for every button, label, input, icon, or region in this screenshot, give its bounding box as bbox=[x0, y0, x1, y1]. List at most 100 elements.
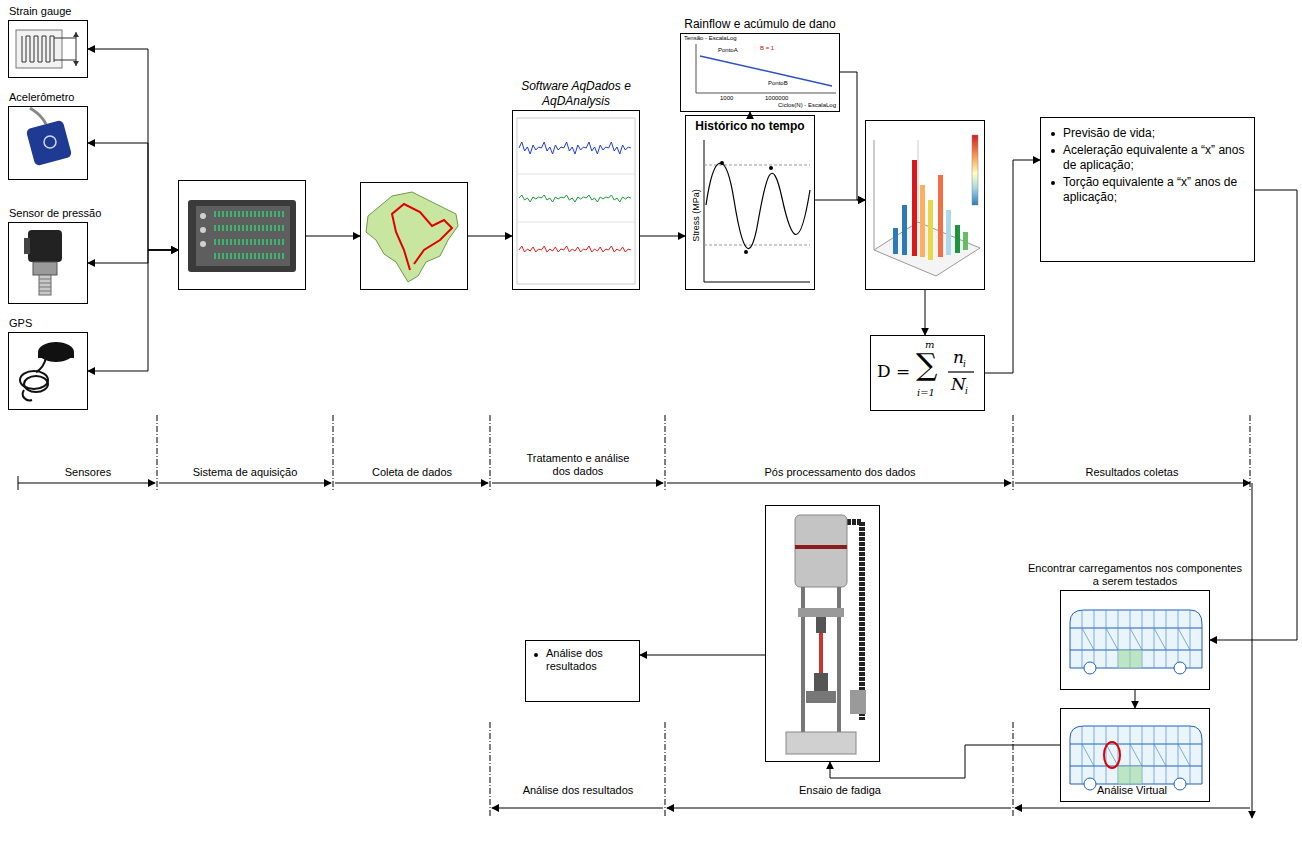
damage-3d-chart bbox=[938, 175, 943, 257]
bus-fe-model bbox=[1082, 610, 1190, 668]
stage-arrows bbox=[1252, 483, 1253, 818]
bus-fe-model bbox=[1070, 610, 1202, 674]
sensor-label: Sensor de pressão bbox=[9, 207, 101, 220]
bus-fe-model bbox=[1174, 662, 1186, 674]
flow-arrow bbox=[88, 250, 178, 371]
stage-separators bbox=[333, 415, 334, 492]
fraction-bar bbox=[948, 371, 974, 372]
acquisition-system-picture bbox=[188, 200, 296, 272]
axis-label: Ciclos(N) - EscalaLog bbox=[778, 102, 836, 109]
flow-arrow bbox=[88, 49, 178, 250]
axis-tick: 1000000 bbox=[765, 95, 788, 102]
list-item: Torção equivalente a “x” anos de aplicaç… bbox=[1063, 175, 1246, 204]
sensor-label: GPS bbox=[9, 317, 32, 330]
time-history-plot bbox=[704, 282, 810, 283]
bullet bbox=[1051, 132, 1055, 136]
damage-3d-chart bbox=[928, 200, 933, 260]
sensor-label: Acelerômetro bbox=[9, 91, 74, 104]
sn-curve-plot bbox=[696, 44, 697, 93]
results-analysis-box: Análise dos resultados bbox=[525, 640, 640, 702]
software-screen-picture bbox=[519, 195, 631, 202]
fatigue-machine-picture bbox=[795, 515, 847, 587]
sensor-label: Strain gauge bbox=[9, 5, 71, 18]
fatigue-machine-picture bbox=[816, 617, 826, 633]
damage-3d-chart bbox=[874, 222, 980, 276]
fatigue-machine-picture bbox=[850, 690, 866, 714]
results-box: Previsão de vida;Aceleração equivalente … bbox=[1040, 117, 1255, 262]
axis-tick: 1000 bbox=[720, 95, 733, 102]
damage-3d-chart bbox=[918, 140, 919, 222]
flow-arrow bbox=[468, 236, 512, 237]
acquisition-system-picture bbox=[200, 213, 206, 219]
damage-3d-chart bbox=[893, 228, 898, 254]
gps-antenna-picture bbox=[24, 376, 48, 392]
sn-curve-plot bbox=[700, 56, 832, 86]
stage-separators bbox=[1013, 415, 1014, 492]
formula-text: i bbox=[965, 387, 968, 396]
formula-box: D =m∑i=1niNi bbox=[870, 335, 985, 411]
pressure-sensor-picture bbox=[39, 279, 51, 291]
chart-title: Histórico no tempo bbox=[686, 119, 814, 133]
software-screen-picture bbox=[519, 246, 631, 252]
pressure-sensor-picture bbox=[24, 230, 62, 295]
stage-label: Análise Virtual bbox=[1097, 784, 1167, 797]
brazil-map-picture bbox=[392, 204, 452, 270]
critical-region-mark bbox=[1104, 742, 1120, 768]
stage-arrows bbox=[492, 483, 663, 484]
software-screen-picture bbox=[517, 118, 635, 284]
damage-3d-chart bbox=[955, 225, 960, 253]
acquisition-system-box bbox=[178, 180, 306, 290]
sn-curve-plot bbox=[696, 93, 836, 94]
sensor-box: Acelerômetro bbox=[8, 106, 88, 180]
stage-label: Resultados coletas bbox=[1086, 466, 1179, 479]
damage-3d-chart bbox=[902, 205, 907, 255]
flow-arrow bbox=[925, 290, 926, 335]
bullet bbox=[1051, 149, 1055, 153]
acquisition-system-picture bbox=[214, 211, 286, 217]
formula-text: i=1 bbox=[917, 388, 935, 398]
flow-arrow bbox=[840, 72, 865, 200]
stage-label: Sistema de aquisição bbox=[193, 466, 298, 479]
stage-separators bbox=[1013, 722, 1014, 818]
brazil-map-picture bbox=[366, 192, 458, 282]
bullet bbox=[1051, 181, 1055, 185]
flow-arrow bbox=[985, 160, 1040, 373]
time-history-plot bbox=[704, 140, 810, 282]
brazil-map-picture bbox=[366, 192, 458, 282]
software-screen-picture bbox=[519, 142, 631, 154]
strain-gauge-picture bbox=[54, 32, 76, 66]
software-screen-picture bbox=[517, 118, 635, 284]
pressure-sensor-picture bbox=[39, 275, 51, 295]
damage-3d-chart bbox=[874, 135, 980, 276]
fatigue-machine-picture bbox=[798, 608, 844, 617]
stage-arrows bbox=[18, 483, 155, 484]
software-screen-picture bbox=[517, 174, 635, 222]
acquisition-system-picture bbox=[200, 241, 206, 247]
gps-antenna-picture bbox=[20, 342, 74, 400]
stage-separators bbox=[490, 415, 491, 492]
stage-label: Coleta de dados bbox=[372, 466, 452, 479]
fatigue-machine-picture bbox=[786, 515, 866, 754]
damage-3d-chart bbox=[963, 232, 968, 250]
acquisition-system-picture bbox=[200, 227, 206, 233]
connectors bbox=[88, 49, 1297, 778]
software-box: Software AqDados e AqDAnalysis bbox=[512, 110, 640, 290]
stage-arrows bbox=[159, 483, 331, 484]
formula-text: N bbox=[951, 376, 966, 393]
damage-3d-chart bbox=[972, 135, 978, 205]
accelerometer-picture bbox=[26, 120, 73, 167]
fe-model-box: Encontrar carregamentos nos componentes … bbox=[1060, 590, 1210, 690]
stage-arrows bbox=[1015, 483, 1250, 484]
stage-label: Tratamento e análise dos dados bbox=[523, 452, 633, 478]
stage-separators bbox=[157, 415, 1250, 818]
flow-arrow bbox=[88, 143, 178, 250]
map-box bbox=[360, 182, 468, 290]
point-label: PontoA bbox=[718, 47, 738, 54]
acquisition-system-picture bbox=[188, 200, 296, 272]
time-history-plot bbox=[720, 161, 724, 165]
stage-arrows bbox=[667, 483, 1011, 484]
critical-region-mark bbox=[1104, 742, 1120, 768]
sensor-box: Strain gauge bbox=[8, 20, 88, 78]
pressure-sensor-picture bbox=[33, 262, 57, 275]
rainflow-box: Rainflow e acúmulo de dano bbox=[680, 33, 840, 112]
